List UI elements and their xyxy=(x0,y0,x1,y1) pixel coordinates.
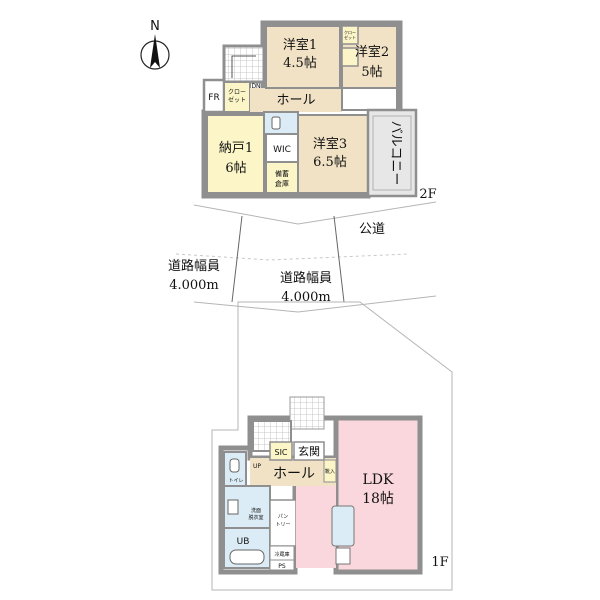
kitchen-floor xyxy=(296,486,336,568)
2f-small-closet-a-line2: ゼット xyxy=(344,34,356,40)
ps-space xyxy=(269,559,295,571)
1f-toilet-icon xyxy=(229,458,240,473)
kitchen-island-icon xyxy=(331,505,355,547)
western-room-1 xyxy=(265,25,341,89)
ldk-size: 18帖 xyxy=(362,491,394,507)
road-width-left-value: 4.000m xyxy=(169,278,219,293)
wic-label: WIC xyxy=(273,145,291,155)
entrance-room xyxy=(293,441,325,461)
floor-2-level-label: 2F xyxy=(419,187,436,202)
2f-hall xyxy=(250,88,342,112)
1f-toilet-label: トイレ xyxy=(228,478,243,484)
floor-1: LDK 18帖 ホール 玄関 SIC トイレ 洗面 脱衣室 UB パン トリー … xyxy=(218,396,449,575)
2f-small-closet-b xyxy=(341,47,359,67)
storage-room-1-name: 納戸1 xyxy=(219,141,253,156)
compass-north-label: N xyxy=(150,19,160,34)
washroom-line1: 洗面 xyxy=(251,507,261,514)
road-name: 公道 xyxy=(359,222,385,237)
road-width-left-label: 道路幅員 xyxy=(168,258,220,274)
ub-label: UB xyxy=(237,537,250,547)
stock-room-line2: 倉庫 xyxy=(275,179,289,188)
floor-2: 洋室1 4.5帖 洋室2 5帖 洋室3 6.5帖 納戸1 6帖 ホール WIC … xyxy=(201,20,437,202)
shoebox-label: 靴入 xyxy=(325,468,335,475)
balcony-inner xyxy=(372,115,412,191)
balcony xyxy=(366,108,418,198)
bathtub-icon xyxy=(229,549,265,565)
compass: N xyxy=(140,19,170,70)
2f-toilet-icon xyxy=(271,116,281,130)
north-arrow-icon xyxy=(150,34,160,68)
sic-room xyxy=(269,441,293,461)
site-boundary xyxy=(211,301,453,591)
entrance-label: 玄関 xyxy=(298,444,320,458)
western-room-3-name: 洋室3 xyxy=(313,136,347,152)
road-centerline xyxy=(175,253,409,261)
sic-label: SIC xyxy=(274,448,287,457)
western-room-2-name: 洋室2 xyxy=(355,44,389,60)
balcony-label: バルコニー xyxy=(388,121,403,186)
floor-1-level-label: 1F xyxy=(431,555,448,570)
road-width-right-value: 4.000m xyxy=(281,290,331,305)
entrance-porch xyxy=(289,396,325,430)
2f-small-closet-a xyxy=(341,25,359,45)
closet-label-line2: ゼット xyxy=(228,96,246,104)
washroom-line2: 脱衣室 xyxy=(248,514,263,521)
fridge-label: 冷蔵庫 xyxy=(274,551,289,558)
western-room-1-name: 洋室1 xyxy=(283,37,317,53)
road: 公道 道路幅員 4.000m 道路幅員 4.000m xyxy=(168,201,437,313)
1f-hall-label: ホール xyxy=(273,466,315,482)
washbasin-icon xyxy=(227,499,239,515)
western-room-3 xyxy=(297,114,369,194)
ldk-name: LDK xyxy=(363,472,395,488)
2f-small-closet-a-line1: クロー xyxy=(344,29,356,35)
road-width-arrow-left xyxy=(231,215,243,303)
stock-room xyxy=(265,161,299,194)
1f-stair-up: UP xyxy=(253,463,261,470)
storage-room-1 xyxy=(206,114,265,194)
road-width-arrow-right xyxy=(333,215,345,303)
stock-room-line1: 備蓄 xyxy=(275,169,289,178)
2f-toilet xyxy=(263,111,299,135)
western-room-2-size: 5帖 xyxy=(361,65,382,80)
closet-label-line1: クロー xyxy=(228,89,246,96)
road-edge-lower xyxy=(193,295,437,313)
road-edge-upper xyxy=(193,201,437,225)
stove-icon xyxy=(335,547,351,565)
road-width-right-label: 道路幅員 xyxy=(280,270,332,286)
2f-hall-label: ホール xyxy=(276,93,315,108)
western-room-3-size: 6.5帖 xyxy=(313,155,347,170)
1f-hall xyxy=(250,458,336,486)
ps-label: PS xyxy=(278,563,286,570)
pantry-line2: トリー xyxy=(275,522,290,528)
2f-stair xyxy=(222,44,266,84)
storage-room-1-size: 6帖 xyxy=(225,161,246,176)
shoebox xyxy=(323,459,337,483)
western-room-1-size: 4.5帖 xyxy=(283,56,317,71)
2f-stair-dn: DN xyxy=(251,83,260,90)
2f-hall-extension xyxy=(341,87,398,111)
fr-label: FR xyxy=(208,93,219,103)
pantry-line1: パン xyxy=(278,514,288,520)
2f-stair-arrow xyxy=(231,55,256,78)
